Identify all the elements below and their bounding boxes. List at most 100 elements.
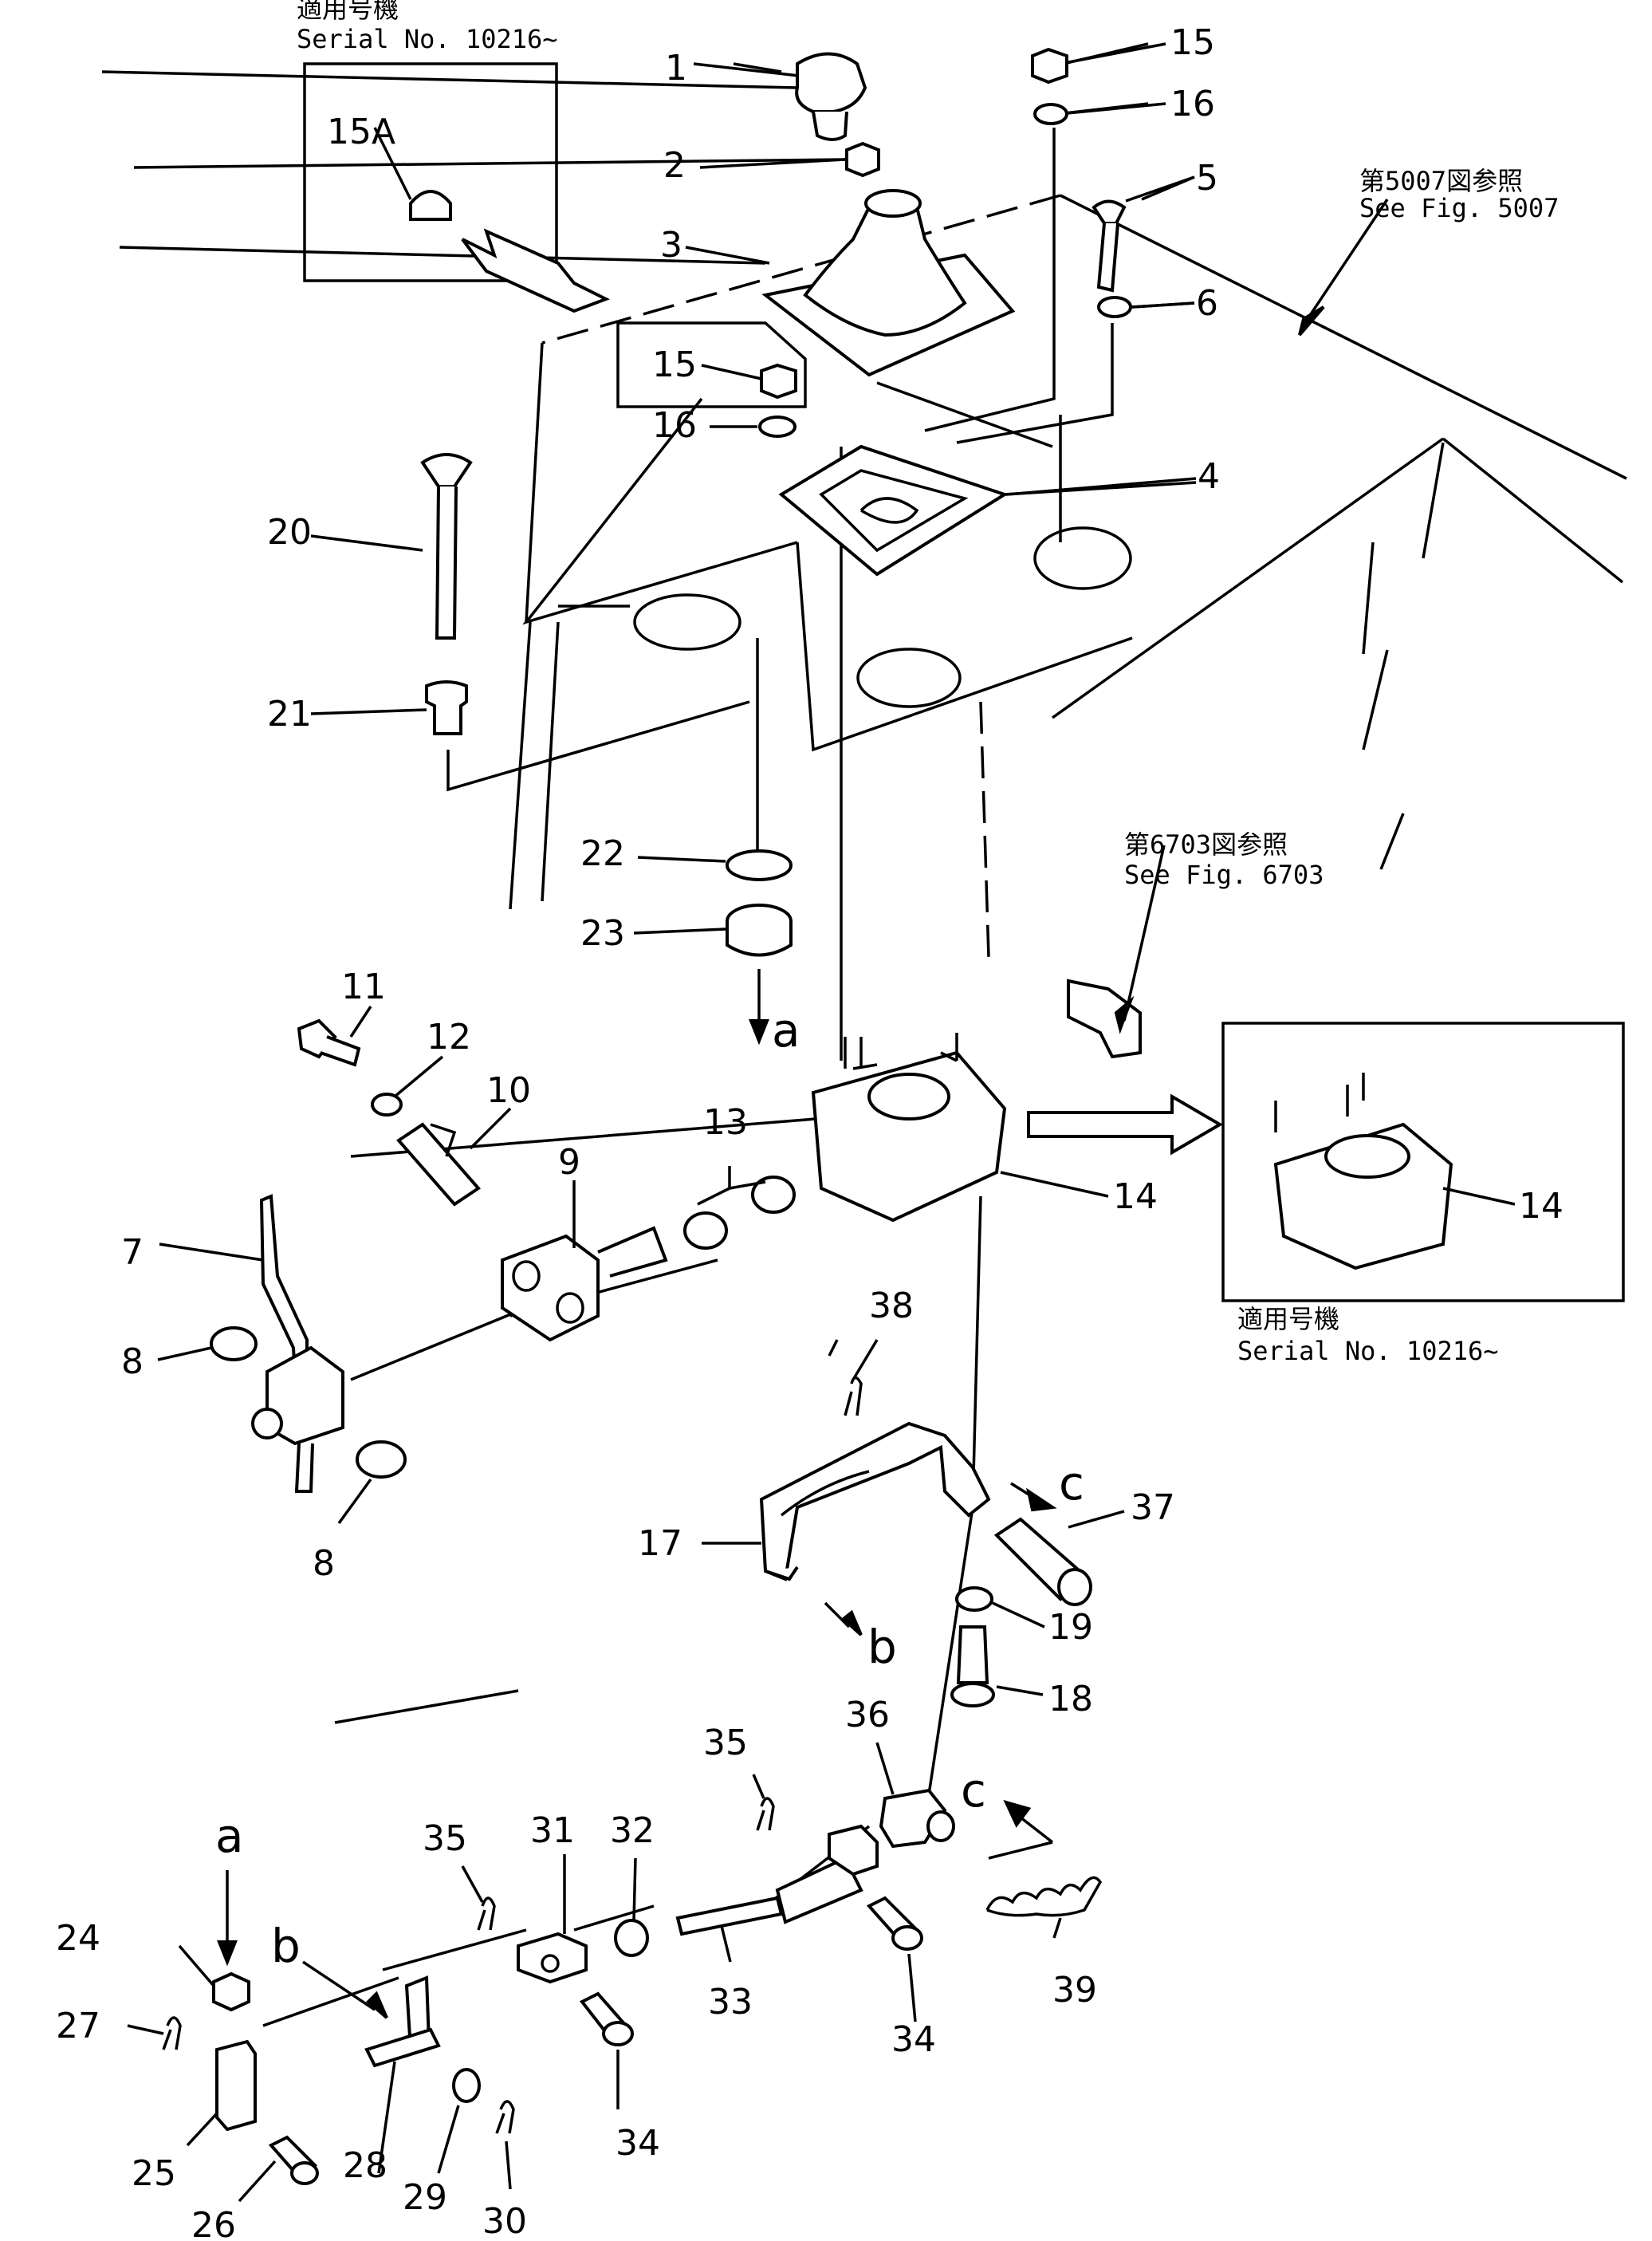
part-cotter-30 xyxy=(495,2100,515,2134)
part-bushings-13 xyxy=(683,1176,796,1250)
arrow-to-inset xyxy=(461,228,610,313)
part-rod-20 xyxy=(420,453,473,640)
part-bushing-8-b xyxy=(356,1440,407,1479)
inset-box-bracket xyxy=(1221,1022,1625,1302)
part-washer-6 xyxy=(1097,296,1132,318)
callout-32: 32 xyxy=(610,1810,655,1851)
part-cap-nut-15A xyxy=(409,190,452,221)
part-rod-33 xyxy=(675,1824,879,1936)
callout-36: 36 xyxy=(845,1695,890,1735)
callout-14-inset: 14 xyxy=(1519,1186,1564,1227)
part-nut-23 xyxy=(726,904,793,957)
part-boot-3 xyxy=(761,189,1016,377)
callout-15A: 15A xyxy=(327,112,395,152)
part-cotter-35-left xyxy=(477,1896,496,1931)
part-lever-28 xyxy=(364,1975,441,2068)
part-lever-7 xyxy=(251,1194,344,1493)
note-serial-top-jp: 適用号機 xyxy=(297,0,399,24)
callout-17: 17 xyxy=(638,1523,682,1564)
callout-12: 12 xyxy=(427,1017,471,1057)
callout-27: 27 xyxy=(56,2006,100,2046)
callout-33: 33 xyxy=(708,1982,753,2022)
callout-23: 23 xyxy=(580,913,625,954)
connector-c-bottom: c xyxy=(961,1763,986,1818)
connector-a-top: a xyxy=(772,1003,800,1057)
callout-24: 24 xyxy=(56,1918,100,1959)
callout-15-top: 15 xyxy=(1170,22,1215,63)
callout-28: 28 xyxy=(343,2145,387,2186)
part-nut-15-top xyxy=(1031,47,1068,85)
callout-6: 6 xyxy=(1196,283,1218,324)
callout-25: 25 xyxy=(132,2153,176,2194)
callout-31: 31 xyxy=(530,1810,575,1851)
callout-16-top: 16 xyxy=(1170,84,1215,124)
connector-c-top: c xyxy=(1059,1456,1084,1510)
note-see5007-en: See Fig. 5007 xyxy=(1359,193,1559,223)
part-cotter-27 xyxy=(162,2016,182,2050)
alt-callout-box xyxy=(616,321,807,438)
part-bracket-14-inset xyxy=(1273,1073,1453,1270)
part-bushing-8-a xyxy=(210,1326,258,1361)
part-spring-39 xyxy=(985,1876,1103,1917)
note-see5007-jp: 第5007図参照 xyxy=(1359,166,1523,196)
part-bolt-18 xyxy=(950,1625,995,1707)
callout-14: 14 xyxy=(1113,1176,1158,1217)
panel-frame xyxy=(446,194,1627,958)
callout-4: 4 xyxy=(1198,456,1220,497)
leader-lines xyxy=(101,42,1197,2027)
part-plate-4 xyxy=(778,444,1009,577)
callout-3: 3 xyxy=(660,225,682,266)
callout-34-right: 34 xyxy=(891,2019,936,2060)
part-bracket-17 xyxy=(759,1421,991,1581)
part-clevis-36 xyxy=(879,1788,955,1849)
part-block-31 xyxy=(517,1932,588,1984)
callout-7: 7 xyxy=(121,1232,144,1273)
part-pin-34-left xyxy=(579,1991,634,2046)
part-pin-34-right xyxy=(866,1896,923,1951)
part-washer-29 xyxy=(452,2068,481,2103)
callout-11: 11 xyxy=(341,967,386,1007)
callout-19: 19 xyxy=(1048,1607,1093,1648)
callout-39: 39 xyxy=(1052,1970,1097,2011)
part-knob-1 xyxy=(795,52,867,141)
part-washer-19 xyxy=(955,1586,993,1612)
part-pin-10 xyxy=(395,1122,482,1207)
callout-10: 10 xyxy=(486,1070,531,1111)
part-nut-2 xyxy=(845,141,880,178)
notes: 適用号機 Serial No. 10216~ 適用号機 Serial No. 1… xyxy=(297,0,1559,1366)
part-washer-16-top xyxy=(1033,103,1068,125)
part-pin-37 xyxy=(993,1517,1092,1606)
part-washer-22 xyxy=(726,849,793,881)
callout-38: 38 xyxy=(869,1286,914,1326)
note-serial-top-en: Serial No. 10216~ xyxy=(297,24,558,54)
connector-a-bottom: a xyxy=(215,1809,244,1863)
connector-b-bottom: b xyxy=(271,1919,301,1973)
part-pin-26 xyxy=(268,2135,319,2185)
callout-16-box: 16 xyxy=(652,405,697,446)
connector-arrows xyxy=(217,305,1325,2019)
note-serial-bottom-en: Serial No. 10216~ xyxy=(1237,1336,1499,1366)
connector-b-top: b xyxy=(867,1620,897,1674)
callout-8-upper: 8 xyxy=(121,1341,144,1382)
part-joint-6703 xyxy=(1067,979,1142,1059)
callout-1: 1 xyxy=(665,48,687,89)
inset-box-cap-nut xyxy=(303,62,558,282)
callout-22: 22 xyxy=(580,833,625,874)
note-serial-bottom-jp: 適用号機 xyxy=(1237,1304,1339,1334)
callout-26: 26 xyxy=(191,2205,236,2241)
callout-2: 2 xyxy=(663,145,686,186)
arrow-to-bracket-inset xyxy=(1027,1093,1223,1156)
callout-labels: 1 2 3 4 5 6 15 16 15 16 15A 20 21 22 23 … xyxy=(56,22,1564,2241)
connector-letters: a a b b c c xyxy=(215,1003,1084,1973)
callout-21: 21 xyxy=(267,694,312,735)
part-cotter-35-right xyxy=(756,1797,775,1831)
note-see6703-en: See Fig. 6703 xyxy=(1124,860,1324,890)
part-bushing-21 xyxy=(425,680,468,735)
part-nut-24 xyxy=(212,1971,250,2012)
callout-37: 37 xyxy=(1131,1487,1175,1528)
callout-leaders xyxy=(127,42,1516,2203)
callout-18: 18 xyxy=(1048,1679,1093,1719)
callout-15-box: 15 xyxy=(652,345,697,385)
callout-29: 29 xyxy=(403,2177,447,2218)
